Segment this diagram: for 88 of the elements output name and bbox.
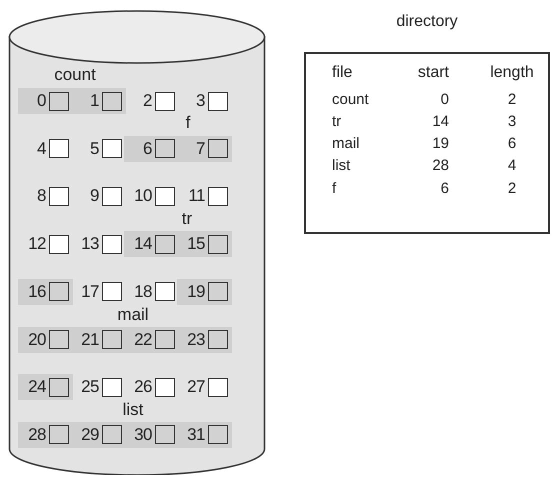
block-number: 21	[80, 330, 99, 350]
file-name: count	[54, 66, 96, 84]
file-name: f	[186, 114, 190, 132]
disk-block	[155, 378, 175, 397]
disk-block	[49, 92, 69, 110]
table-cell-text: 0	[440, 91, 449, 109]
disk-block	[208, 330, 228, 349]
block-number: 2	[142, 91, 152, 111]
block-number: 3	[195, 91, 205, 111]
block-number: 10	[133, 186, 152, 206]
disk-block	[155, 282, 175, 302]
block-number: 24	[27, 377, 46, 398]
disk-block	[155, 330, 175, 349]
block-number: 14	[133, 234, 152, 254]
block-number: 19	[186, 282, 205, 302]
disk-block	[49, 330, 69, 349]
disk-block	[49, 186, 69, 206]
disk-block	[155, 92, 175, 110]
block-number: 16	[27, 282, 46, 302]
disk-block	[102, 186, 122, 206]
block-number: 8	[36, 186, 46, 206]
block-number: 29	[80, 424, 99, 445]
block-number: 12	[27, 234, 46, 254]
disk-block	[155, 186, 175, 206]
file-name: mail	[117, 306, 149, 324]
block-number: 26	[133, 377, 152, 398]
block-number: 20	[27, 330, 46, 350]
table-cell-text: tr	[332, 113, 342, 131]
disk-block	[102, 425, 122, 444]
disk-block	[102, 282, 122, 302]
table-cell-text: 14	[431, 113, 449, 131]
block-number: 25	[80, 377, 99, 398]
disk-block	[102, 139, 122, 158]
disk-block	[208, 378, 228, 397]
block-number: 5	[89, 138, 99, 159]
table-cell-text: 4	[506, 157, 518, 175]
disk-block	[102, 234, 122, 254]
disk-block	[102, 330, 122, 349]
block-number: 31	[186, 424, 205, 445]
disk-block	[102, 378, 122, 397]
disk-block	[208, 425, 228, 444]
table-cell-text: 6	[506, 135, 518, 153]
disk-block	[49, 378, 69, 397]
disk-block	[208, 234, 228, 254]
disk-block	[155, 425, 175, 444]
block-number: 23	[186, 330, 205, 350]
block-number: 27	[186, 377, 205, 398]
disk-block	[49, 282, 69, 302]
column-header: file	[332, 64, 354, 82]
disk-block	[155, 234, 175, 254]
disk-block	[208, 139, 228, 158]
disk-block	[208, 186, 228, 206]
disk-block	[49, 234, 69, 254]
disk-block	[208, 92, 228, 110]
block-number: 4	[36, 138, 46, 159]
block-number: 6	[142, 138, 152, 159]
table-cell-text: 3	[506, 113, 518, 131]
table-cell-text: 19	[431, 135, 449, 153]
table-cell-text: 2	[506, 91, 518, 109]
table-title: directory	[396, 13, 458, 31]
table-cell-text: f	[332, 180, 338, 198]
table-cell-text: mail	[332, 135, 361, 153]
disk-block	[155, 139, 175, 158]
file-name: list	[122, 401, 144, 419]
column-header: start	[416, 64, 449, 82]
block-number: 9	[89, 186, 99, 206]
table-cell-text: list	[332, 157, 352, 175]
table-cell-text: 6	[440, 180, 449, 198]
block-number: 30	[133, 424, 152, 445]
file-name: tr	[182, 210, 192, 228]
block-number: 28	[27, 424, 46, 445]
block-number: 15	[186, 234, 205, 254]
block-number: 17	[80, 282, 99, 302]
block-number: 7	[195, 138, 205, 159]
block-number: 13	[80, 234, 99, 254]
disk-block	[102, 92, 122, 110]
table-cell-text: 2	[506, 180, 518, 198]
block-number: 0	[36, 91, 46, 111]
block-number: 11	[187, 186, 205, 206]
block-number: 22	[133, 330, 152, 350]
column-header: length	[489, 64, 535, 82]
disk-block	[49, 139, 69, 158]
disk-block	[49, 425, 69, 444]
disk-block	[208, 282, 228, 302]
block-number: 18	[133, 282, 152, 302]
block-number: 1	[89, 91, 99, 111]
table-cell-text: 28	[431, 157, 449, 175]
table-cell-text: count	[332, 91, 370, 109]
